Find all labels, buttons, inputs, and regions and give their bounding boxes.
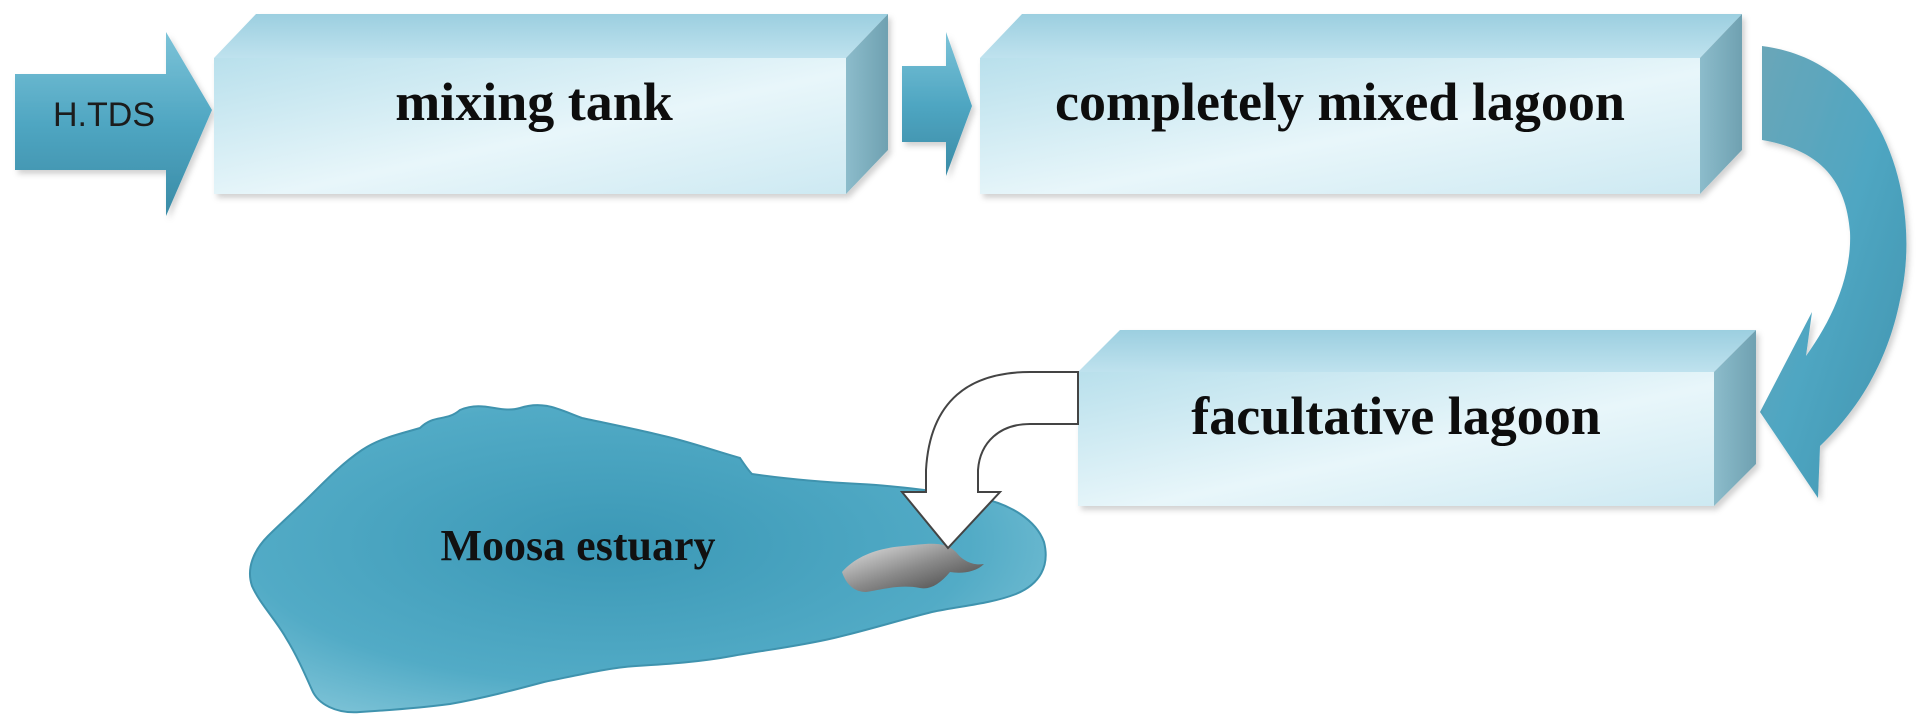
estuary-shape bbox=[249, 404, 1047, 714]
stage-facultative-lagoon: facultative lagoon bbox=[1078, 330, 1756, 506]
curved-flow-arrow bbox=[1760, 46, 1907, 498]
box-front-face bbox=[980, 58, 1700, 194]
outlet-arrow bbox=[899, 371, 1079, 550]
stage-label: facultative lagoon bbox=[1191, 386, 1600, 446]
stage-label: completely mixed lagoon bbox=[1055, 72, 1625, 132]
box-side-face bbox=[846, 14, 888, 194]
box-front-face bbox=[214, 58, 846, 194]
stage-label: mixing tank bbox=[395, 72, 673, 132]
connector-arrow bbox=[902, 32, 972, 176]
stage-mixing-tank: mixing tank bbox=[214, 14, 888, 194]
estuary-label: Moosa estuary bbox=[441, 521, 716, 570]
input-label: H.TDS bbox=[53, 96, 155, 134]
box-top-face bbox=[1078, 330, 1756, 372]
box-side-face bbox=[1714, 330, 1756, 506]
box-top-face bbox=[980, 14, 1742, 58]
input-arrow: H.TDS bbox=[15, 32, 212, 216]
box-side-face bbox=[1700, 14, 1742, 194]
estuary-region: Moosa estuary bbox=[249, 404, 1047, 714]
box-front-face bbox=[1078, 372, 1714, 506]
stage-completely-mixed-lagoon: completely mixed lagoon bbox=[980, 14, 1742, 194]
estuary-plume-icon bbox=[842, 543, 984, 592]
box-top-face bbox=[214, 14, 888, 58]
